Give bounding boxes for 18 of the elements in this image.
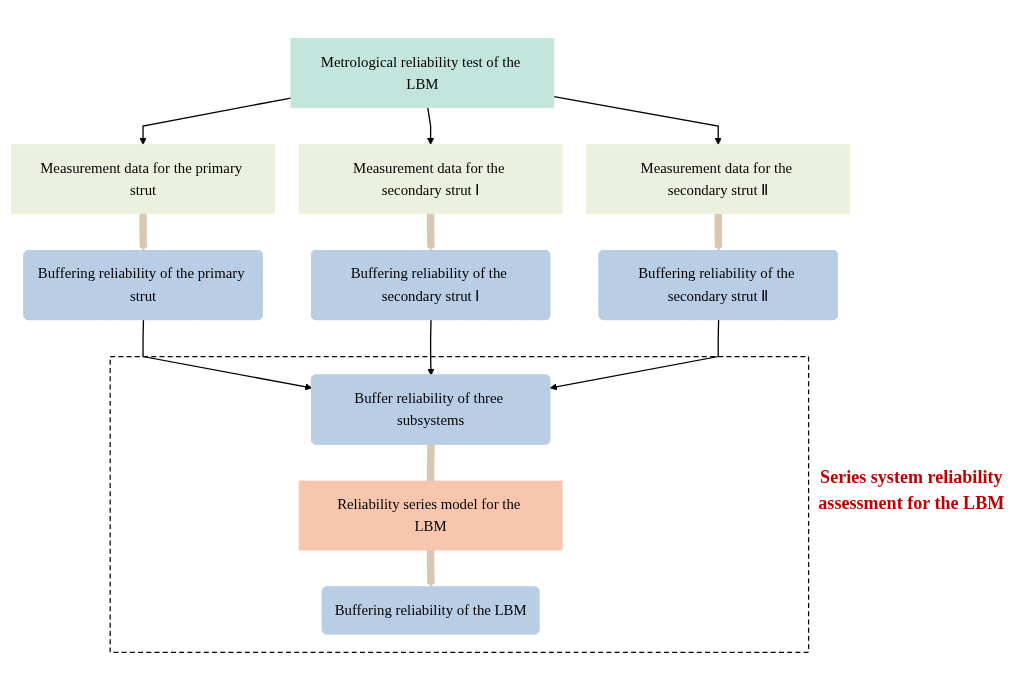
arrow: [553, 96, 722, 145]
node-box: Measurement data for the primary strut: [11, 144, 275, 215]
arrow: [426, 213, 435, 252]
node-box: Reliability series model for the LBM: [298, 480, 563, 551]
arrow: [139, 213, 148, 252]
arrow: [714, 213, 723, 252]
node-box: Measurement data for the secondary strut Ⅰ: [298, 144, 563, 215]
node-box: Measurement data for the secondary strut Ⅱ: [586, 144, 851, 215]
arrow: [427, 319, 435, 376]
arrow: [139, 97, 292, 145]
arrow: [427, 106, 435, 145]
arrow: [426, 550, 435, 588]
connector: [426, 444, 435, 482]
arrow: [549, 319, 720, 391]
node-label: Series system reliability assessment for the LBM: [818, 466, 1005, 513]
cluster: [109, 355, 810, 653]
arrow: [142, 319, 313, 391]
node-box: Metrological reliability test of the LBM: [290, 38, 555, 109]
